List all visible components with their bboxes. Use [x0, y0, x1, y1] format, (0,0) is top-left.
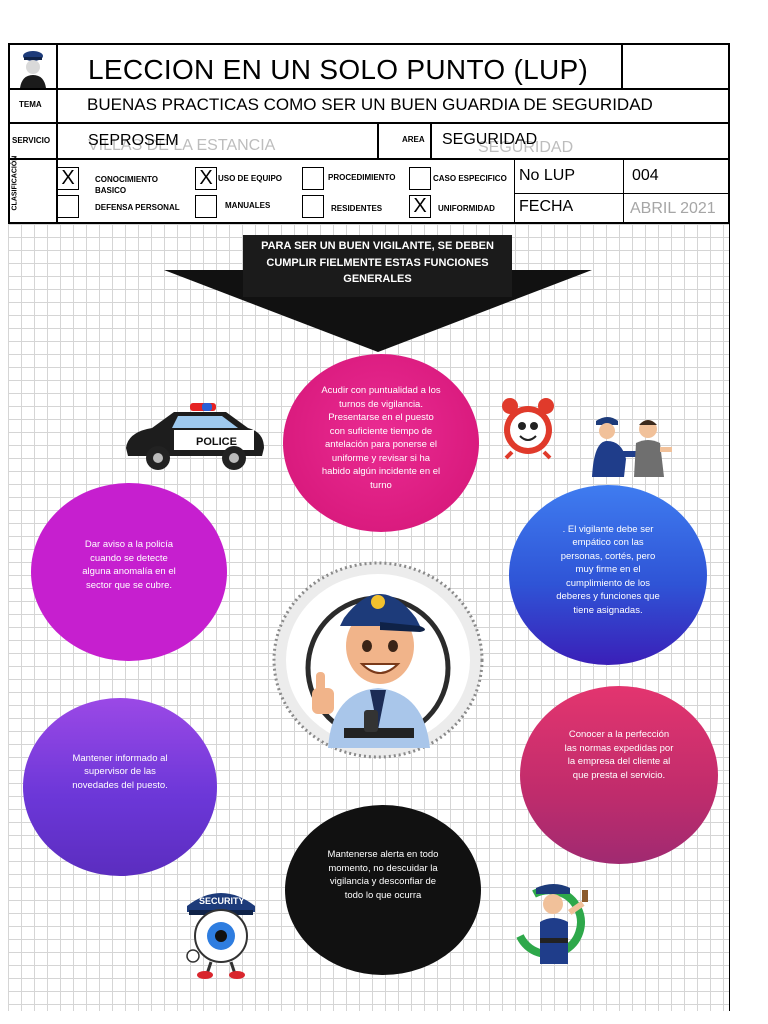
function-text-puntualidad: Acudir con puntualidad a los turnos de v… [321, 385, 441, 491]
checkbox-uso-equipo[interactable]: X [195, 167, 217, 190]
police-car-text: POLICE [196, 436, 237, 448]
checkbox-conocimiento-label: CONOCIMIENTO BASICO [95, 175, 158, 195]
servicio-label: SERVICIO [12, 136, 51, 145]
guard-logo-icon [16, 48, 50, 88]
checkbox-caso-especifico[interactable] [409, 167, 431, 190]
functions-banner: PARA SER UN BUEN VIGILANTE, SE DEBEN CUM… [243, 235, 512, 297]
security-guard-emblem [270, 560, 486, 760]
checkbox-manuales[interactable] [195, 195, 217, 218]
police-car-icon: POLICE [122, 398, 268, 476]
checkbox-defensa-personal-label: DEFENSA PERSONAL [95, 203, 180, 212]
lup-value: 004 [632, 167, 659, 184]
function-circle-puntualidad: Acudir con puntualidad a los turnos de v… [283, 354, 479, 532]
lesson-subtitle: BUENAS PRACTICAS COMO SER UN BUEN GUARDI… [87, 95, 653, 114]
function-circle-empatico: . El vigilante debe ser empático con las… [509, 485, 707, 665]
lup-label: No LUP [519, 167, 576, 184]
function-text-policia: Dar aviso a la policía cuando se detecte… [82, 539, 176, 591]
area-ghost-text: SEGURIDAD [478, 139, 574, 156]
security-eye-icon: SECURITY [181, 884, 261, 980]
function-text-supervisor: Mantener informado al supervisor de las … [72, 752, 168, 791]
checkbox-uso-equipo-label: USO DE EQUIPO [218, 174, 283, 183]
checkbox-procedimiento-label: PROCEDIMIENTO [328, 173, 396, 182]
security-badge-text: SECURITY [199, 896, 245, 906]
checkbox-conocimiento[interactable]: X [57, 167, 79, 190]
guard-whistle-icon [510, 880, 598, 966]
banner-line-2: CUMPLIR FIELMENTE ESTAS FUNCIONES [266, 256, 489, 269]
checkbox-uniformidad[interactable]: X [409, 195, 431, 218]
checkbox-manuales-label: MANUALES [225, 201, 271, 210]
checkbox-caso-especifico-label: CASO ESPECIFICO [433, 174, 507, 183]
function-circle-supervisor: Mantener informado al supervisor de las … [23, 698, 217, 876]
area-label: AREA [402, 135, 425, 144]
function-text-empatico: . El vigilante debe ser empático con las… [556, 523, 660, 616]
checkbox-uniformidad-label: UNIFORMIDAD [438, 204, 495, 213]
function-text-normas: Conocer a la perfección las normas exped… [564, 729, 674, 781]
checkbox-residentes[interactable] [302, 195, 324, 218]
servicio-ghost-text: VILLAS DE LA ESTANCIA [88, 137, 276, 154]
checkbox-residentes-label: RESIDENTES [331, 204, 383, 213]
checkbox-defensa-personal[interactable] [57, 195, 79, 218]
fecha-label: FECHA [519, 198, 574, 215]
fecha-value: ABRIL 2021 [630, 200, 716, 217]
function-circle-normas: Conocer a la perfección las normas exped… [520, 686, 718, 864]
function-text-alerta: Mantenerse alerta en todo momento, no de… [327, 849, 439, 901]
checkbox-procedimiento[interactable] [302, 167, 324, 190]
alarm-clock-icon [492, 394, 564, 460]
banner-line-3: GENERALES [343, 273, 412, 285]
area-value: SEGURIDAD [442, 131, 538, 148]
clasificacion-label: CLASIFICACIÓN [11, 155, 19, 211]
function-circle-policia: Dar aviso a la policía cuando se detecte… [31, 483, 227, 661]
guard-conversation-icon [584, 411, 676, 477]
servicio-value: SEPROSEM [88, 132, 179, 149]
banner-line-1: PARA SER UN BUEN VIGILANTE, SE DEBEN [261, 240, 494, 252]
page-title: LECCION EN UN SOLO PUNTO (LUP) [88, 54, 589, 85]
tema-label: TEMA [19, 100, 42, 109]
function-circle-alerta: Mantenerse alerta en todo momento, no de… [285, 805, 481, 975]
